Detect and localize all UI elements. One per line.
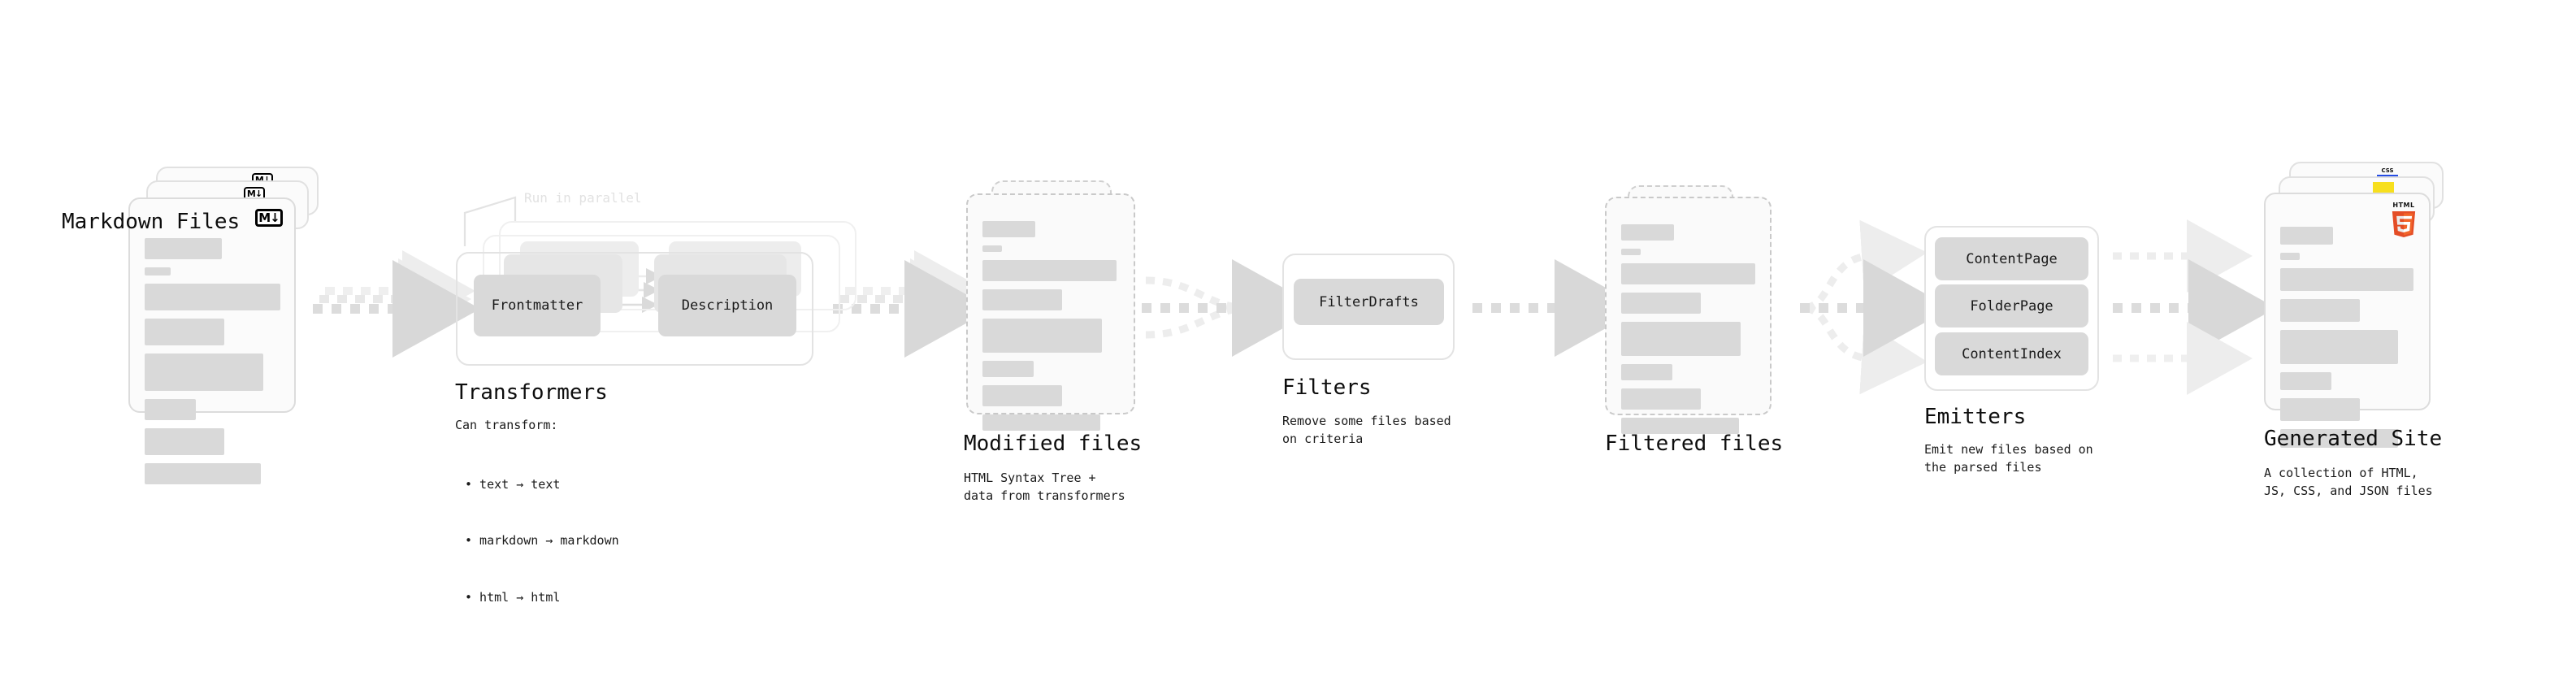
filters-chip-filterdrafts[interactable]: FilterDrafts: [1294, 279, 1444, 325]
transformers-chip-description[interactable]: Description: [658, 275, 796, 336]
emitters-chip-folderpage[interactable]: FolderPage: [1935, 284, 2088, 327]
doc-line: [145, 354, 263, 391]
markdown-file-front: M↓: [128, 197, 296, 484]
stage-heading-modified-files: Modified files: [964, 432, 1143, 456]
doc-skeleton-lines: [145, 238, 280, 492]
transformers-chip-frontmatter[interactable]: Frontmatter: [474, 275, 601, 336]
html5-icon: HTML: [2388, 202, 2419, 240]
doc-line: [1621, 263, 1755, 284]
doc-line: [2280, 372, 2331, 390]
arrow-markdown-to-transformers: [313, 250, 480, 358]
markdown-icon: M↓: [255, 209, 283, 227]
doc-skeleton-lines: [982, 221, 1119, 439]
generated-file-front: HTML: [2264, 193, 2431, 448]
doc-line: [1621, 418, 1739, 434]
arrow-filtered-to-emitters: [1800, 219, 1951, 395]
doc-line: [982, 319, 1102, 353]
transformers-group-front: [456, 252, 813, 366]
doc-line: [1621, 224, 1674, 241]
stage-caption-filters: Remove some files based on criteria: [1282, 414, 1451, 446]
doc-line: [145, 238, 222, 259]
doc-line: [145, 284, 280, 310]
stage-heading-markdown-files: Markdown Files: [62, 210, 241, 234]
doc-line: [2280, 330, 2398, 364]
doc-line: [145, 399, 196, 420]
transformers-bullet-item: • markdown → markdown: [465, 533, 619, 549]
html5-shield: [2392, 211, 2416, 237]
doc-line: [145, 267, 171, 275]
doc-line: [982, 245, 1002, 252]
emitters-chip-contentpage[interactable]: ContentPage: [1935, 237, 2088, 280]
stage-heading-emitters: Emitters: [1924, 405, 2027, 429]
transformers-bullet-item: • html → html: [465, 590, 561, 605]
doc-skeleton-lines: [1621, 224, 1755, 442]
arrow-emitters-to-site: [2113, 219, 2276, 395]
modified-file-front: [966, 193, 1135, 431]
doc-line: [145, 463, 261, 484]
filtered-file-front: [1605, 197, 1772, 434]
stage-heading-generated-site: Generated Site: [2264, 427, 2443, 451]
doc-line: [145, 428, 224, 455]
doc-line: [2280, 299, 2360, 322]
js-icon: [2373, 182, 2394, 193]
stage-heading-transformers: Transformers: [455, 380, 608, 405]
transformers-bullet-item: • text → text: [465, 476, 561, 492]
doc-line: [982, 414, 1100, 431]
doc-line: [1621, 249, 1641, 255]
stage-heading-filtered-files: Filtered files: [1605, 432, 1784, 456]
transformers-bullet-list: • text → text • markdown → markdown • ht…: [465, 437, 619, 645]
doc-line: [1621, 388, 1701, 410]
doc-line: [2280, 398, 2360, 421]
doc-line: [2280, 227, 2333, 245]
stage-caption-transformers: Can transform:: [455, 418, 558, 432]
doc-line: [982, 260, 1117, 281]
doc-skeleton-lines: [2280, 227, 2414, 456]
doc-line: [145, 319, 224, 345]
doc-line: [1621, 364, 1672, 380]
emitters-chip-contentindex[interactable]: ContentIndex: [1935, 332, 2088, 375]
stage-heading-filters: Filters: [1282, 375, 1372, 400]
doc-line: [982, 361, 1034, 377]
doc-line: [1621, 293, 1701, 314]
stage-caption-generated-site: A collection of HTML, JS, CSS, and JSON …: [2264, 466, 2433, 498]
arrow-modified-to-filters: [1142, 259, 1320, 357]
doc-line: [982, 221, 1035, 237]
stage-caption-emitters: Emit new files based on the parsed files: [1924, 442, 2093, 475]
doc-line: [2280, 268, 2413, 291]
doc-line: [982, 385, 1062, 406]
doc-line: [982, 289, 1062, 310]
doc-line: [2280, 429, 2398, 448]
doc-line: [2280, 253, 2300, 260]
html5-icon-word: HTML: [2392, 202, 2415, 209]
doc-line: [1621, 322, 1741, 356]
run-in-parallel-label: Run in parallel: [524, 190, 642, 206]
stage-caption-modified-files: HTML Syntax Tree + data from transformer…: [964, 471, 1125, 503]
